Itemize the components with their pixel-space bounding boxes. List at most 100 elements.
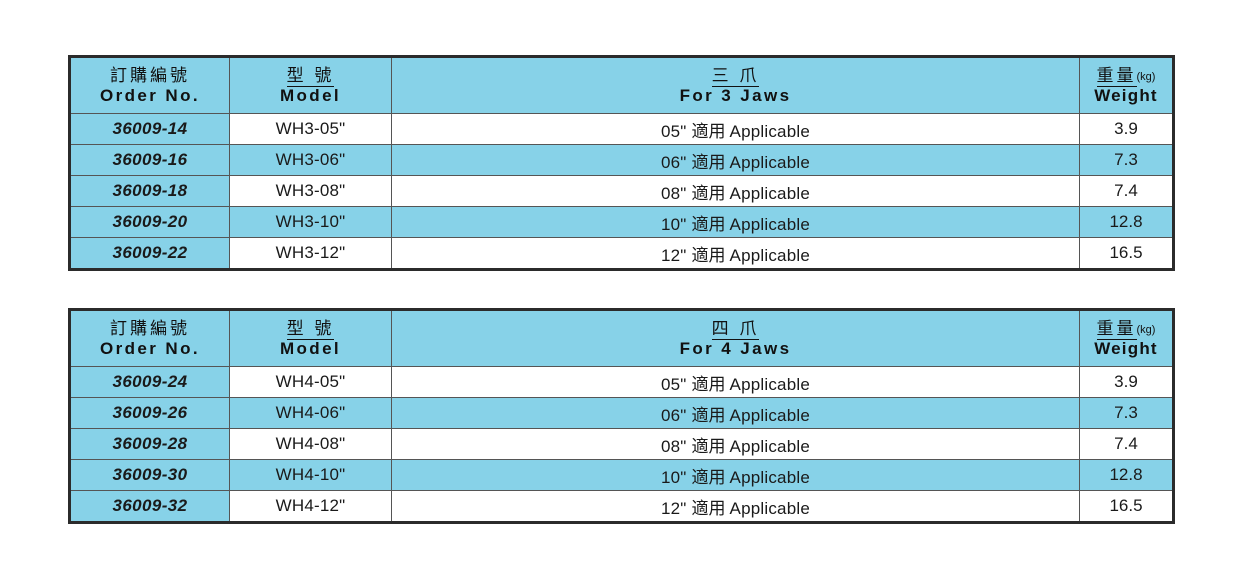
- cell-order-no: 36009-30: [69, 459, 230, 491]
- jaws-applicable-cn: 適用: [691, 152, 726, 172]
- header-row: 訂購編號 Order No. 型 號 Model 四 爪 For 4 Jaws …: [69, 309, 1174, 367]
- jaws-applicable-en: Applicable: [729, 214, 810, 234]
- header-row: 訂購編號 Order No. 型 號 Model 三 爪 For 3 Jaws …: [69, 56, 1174, 114]
- cell-order-no: 36009-24: [69, 366, 230, 398]
- cell-model: WH3-12": [229, 237, 392, 270]
- jaws-size: 06": [661, 152, 687, 172]
- cell-weight: 16.5: [1079, 237, 1174, 270]
- jaws-applicable-en: Applicable: [729, 374, 810, 394]
- cell-order-no: 36009-16: [69, 144, 230, 176]
- jaws-applicable-cn: 適用: [691, 214, 726, 234]
- jaws-size: 12": [661, 498, 687, 518]
- weight-unit: (kg): [1136, 71, 1156, 83]
- cell-order-no: 36009-22: [69, 237, 230, 270]
- column-header-model: 型 號 Model: [229, 309, 392, 367]
- cell-weight: 7.4: [1079, 428, 1174, 460]
- weight-label-en: Weight: [1094, 339, 1158, 358]
- cell-weight: 3.9: [1079, 366, 1174, 398]
- jaws-applicable-cn: 適用: [691, 436, 726, 456]
- column-header-weight: 重量(kg) Weight: [1079, 309, 1174, 367]
- jaws-size: 10": [661, 467, 687, 487]
- cell-weight: 3.9: [1079, 113, 1174, 145]
- cell-model: WH4-12": [229, 490, 392, 523]
- jaws-applicable-en: Applicable: [729, 436, 810, 456]
- column-header-order-no: 訂購編號 Order No.: [69, 56, 230, 114]
- jaws-applicable-cn: 適用: [691, 498, 726, 518]
- weight-label-cn: 重量(kg): [1096, 66, 1156, 87]
- jaws-applicable-cn: 適用: [691, 121, 726, 141]
- weight-label-en: Weight: [1094, 86, 1158, 105]
- model-label-en: Model: [279, 86, 342, 105]
- cell-model: WH4-05": [229, 366, 392, 398]
- jaws-applicable-cn: 適用: [691, 183, 726, 203]
- order-no-label-cn: 訂購編號: [110, 319, 190, 338]
- column-header-jaws: 三 爪 For 3 Jaws: [391, 56, 1080, 114]
- jaws-applicable-en: Applicable: [729, 121, 810, 141]
- cell-order-no: 36009-14: [69, 113, 230, 145]
- jaws-size: 06": [661, 405, 687, 425]
- jaws-size: 10": [661, 214, 687, 234]
- order-no-label-en: Order No.: [99, 339, 200, 358]
- jaws-applicable-cn: 適用: [691, 245, 726, 265]
- cell-order-no: 36009-26: [69, 397, 230, 429]
- cell-model: WH3-10": [229, 206, 392, 238]
- cell-model: WH4-08": [229, 428, 392, 460]
- jaws-applicable-en: Applicable: [729, 152, 810, 172]
- weight-label-cn: 重量(kg): [1096, 319, 1156, 340]
- model-label-cn: 型 號: [286, 319, 335, 340]
- model-label-en: Model: [279, 339, 342, 358]
- cell-weight: 16.5: [1079, 490, 1174, 523]
- model-label-cn: 型 號: [286, 66, 335, 87]
- column-header-weight: 重量(kg) Weight: [1079, 56, 1174, 114]
- cell-model: WH4-06": [229, 397, 392, 429]
- jaws-applicable-en: Applicable: [729, 183, 810, 203]
- cell-weight: 7.3: [1079, 397, 1174, 429]
- jaws-applicable-en: Applicable: [729, 245, 810, 265]
- weight-unit: (kg): [1136, 324, 1156, 336]
- cell-weight: 12.8: [1079, 206, 1174, 238]
- cell-order-no: 36009-20: [69, 206, 230, 238]
- cell-weight: 7.3: [1079, 144, 1174, 176]
- jaws-label-cn: 三 爪: [711, 66, 760, 87]
- jaws-label-en: For 4 Jaws: [679, 339, 792, 358]
- cell-weight: 7.4: [1079, 175, 1174, 207]
- jaws-applicable-cn: 適用: [691, 374, 726, 394]
- jaws-size: 12": [661, 245, 687, 265]
- jaws-applicable-cn: 適用: [691, 467, 726, 487]
- cell-order-no: 36009-28: [69, 428, 230, 460]
- column-header-jaws: 四 爪 For 4 Jaws: [391, 309, 1080, 367]
- four-jaw-spec-table: 訂購編號 Order No. 型 號 Model 四 爪 For 4 Jaws …: [68, 308, 1175, 524]
- order-no-label-en: Order No.: [99, 86, 200, 105]
- jaws-label-en: For 3 Jaws: [679, 86, 792, 105]
- jaws-label-cn: 四 爪: [711, 319, 760, 340]
- three-jaw-spec-table: 訂購編號 Order No. 型 號 Model 三 爪 For 3 Jaws …: [68, 55, 1175, 271]
- cell-model: WH3-05": [229, 113, 392, 145]
- column-header-model: 型 號 Model: [229, 56, 392, 114]
- cell-weight: 12.8: [1079, 459, 1174, 491]
- table-header: 訂購編號 Order No. 型 號 Model 四 爪 For 4 Jaws …: [69, 309, 1174, 367]
- jaws-applicable-en: Applicable: [729, 498, 810, 518]
- table-header: 訂購編號 Order No. 型 號 Model 三 爪 For 3 Jaws …: [69, 56, 1174, 114]
- jaws-size: 08": [661, 183, 687, 203]
